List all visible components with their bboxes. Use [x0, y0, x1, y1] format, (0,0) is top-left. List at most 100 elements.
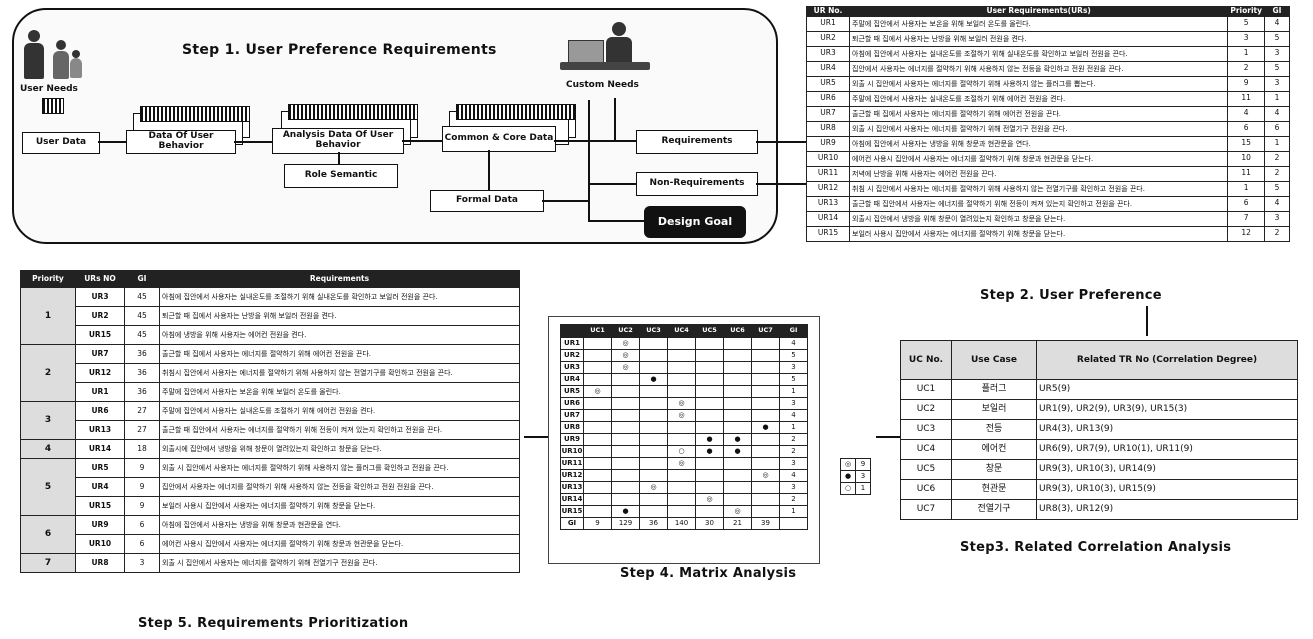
matrix-cell: [752, 506, 780, 518]
uc-no-cell: UC2: [901, 400, 952, 420]
gi-cell: 45: [125, 326, 160, 345]
matrix-cell: [640, 422, 668, 434]
use-case-cell: 전열기구: [952, 500, 1037, 520]
gi-cell: 4: [1265, 196, 1290, 211]
matrix-cell: [584, 506, 612, 518]
related-cell: UR8(3), UR12(9): [1037, 500, 1298, 520]
use-case-cell: 창문: [952, 460, 1037, 480]
matrix-cell: [612, 458, 640, 470]
matrix-cell: 30: [696, 518, 724, 530]
matrix-cell: [752, 350, 780, 362]
col-gi: GI: [125, 271, 160, 288]
step1-title: Step 1. User Preference Requirements: [182, 42, 497, 58]
priority-cell: 5: [21, 459, 76, 516]
requirement-cell: 외출 시 집안에서 사용자는 에너지를 절약하기 위해 사용하지 않는 플러그를…: [160, 459, 520, 478]
barcode-strip: [456, 104, 576, 120]
matrix-cell: [696, 338, 724, 350]
uc-no-cell: UC7: [901, 500, 952, 520]
requirement-cell: 보일러 사용시 집안에서 사용자는 에너지를 절약하기 위해 창문을 닫는다.: [160, 497, 520, 516]
matrix-cell: ◎: [668, 410, 696, 422]
matrix-cell: [724, 350, 752, 362]
matrix-cell: ◎: [724, 506, 752, 518]
urs-no-cell: UR2: [76, 307, 125, 326]
matrix-cell: [752, 362, 780, 374]
matrix-row-label: UR15: [561, 506, 584, 518]
use-case-cell: 보일러: [952, 400, 1037, 420]
matrix-cell: ●: [696, 434, 724, 446]
col-use-case: Use Case: [952, 341, 1037, 380]
matrix-cell: 3: [780, 458, 808, 470]
step4-legend: ◎9●3○1: [840, 458, 871, 495]
related-cell: UR1(9), UR2(9), UR3(9), UR15(3): [1037, 400, 1298, 420]
matrix-header-cell: GI: [780, 325, 808, 338]
matrix-cell: 2: [780, 494, 808, 506]
matrix-cell: ◎: [612, 350, 640, 362]
use-case-cell: 현관문: [952, 480, 1037, 500]
matrix-row: UR7◎4: [561, 410, 808, 422]
flow-line: [1146, 306, 1148, 336]
barcode-strip: [288, 104, 418, 120]
flow-line: [614, 98, 616, 140]
matrix-cell: [696, 350, 724, 362]
data-of-user-behavior-box: Data Of User Behavior: [126, 130, 236, 154]
matrix-cell: [668, 494, 696, 506]
priority-cell: 4: [1228, 106, 1265, 121]
matrix-cell: [668, 506, 696, 518]
matrix-row-label: UR8: [561, 422, 584, 434]
matrix-cell: [696, 422, 724, 434]
gi-cell: 6: [1265, 121, 1290, 136]
matrix-header-cell: [561, 325, 584, 338]
matrix-cell: [724, 422, 752, 434]
matrix-header-cell: UC5: [696, 325, 724, 338]
requirement-cell: 퇴근할 때 집에서 사용자는 난방을 위해 보일러 전원을 켠다.: [850, 31, 1228, 46]
matrix-row-label: GI: [561, 518, 584, 530]
ur-no-cell: UR9: [807, 136, 850, 151]
matrix-cell: 140: [668, 518, 696, 530]
matrix-cell: [724, 482, 752, 494]
matrix-header-cell: UC7: [752, 325, 780, 338]
ur-no-cell: UR4: [807, 61, 850, 76]
gi-cell: 9: [125, 497, 160, 516]
matrix-row: UR3◎3: [561, 362, 808, 374]
requirement-cell: 출근할 때 집안에서 사용자는 에너지를 절약하기 위해 전등이 켜져 있는지 …: [160, 421, 520, 440]
matrix-cell: [584, 338, 612, 350]
flow-line: [402, 140, 442, 142]
matrix-cell: [584, 446, 612, 458]
matrix-row-label: UR11: [561, 458, 584, 470]
priority-cell: 15: [1228, 136, 1265, 151]
matrix-cell: [668, 434, 696, 446]
matrix-cell: ◎: [612, 362, 640, 374]
gi-cell: 5: [1265, 31, 1290, 46]
matrix-cell: [752, 338, 780, 350]
matrix-cell: [724, 458, 752, 470]
requirement-cell: 주말에 집안에서 사용자는 실내온도를 조절하기 위해 에어컨 전원을 켠다.: [850, 91, 1228, 106]
priority-cell: 7: [1228, 211, 1265, 226]
matrix-cell: [696, 386, 724, 398]
flow-line: [756, 183, 806, 185]
ur-no-cell: UR7: [807, 106, 850, 121]
matrix-cell: [584, 350, 612, 362]
urs-no-cell: UR4: [76, 478, 125, 497]
urs-no-cell: UR15: [76, 326, 125, 345]
urs-no-cell: UR10: [76, 535, 125, 554]
analysis-data-box: Analysis Data Of User Behavior: [272, 128, 404, 154]
matrix-cell: [612, 398, 640, 410]
matrix-cell: ◎: [584, 386, 612, 398]
matrix-cell: [640, 410, 668, 422]
gi-cell: 3: [125, 554, 160, 573]
requirement-cell: 보일러 사용시 집안에서 사용자는 에너지를 절약하기 위해 창문을 닫는다.: [850, 226, 1228, 241]
requirement-cell: 주말에 집안에서 사용자는 실내온도를 조절하기 위해 에어컨 전원을 켠다.: [160, 402, 520, 421]
flow-line: [554, 140, 636, 142]
related-cell: UR9(3), UR10(3), UR14(9): [1037, 460, 1298, 480]
